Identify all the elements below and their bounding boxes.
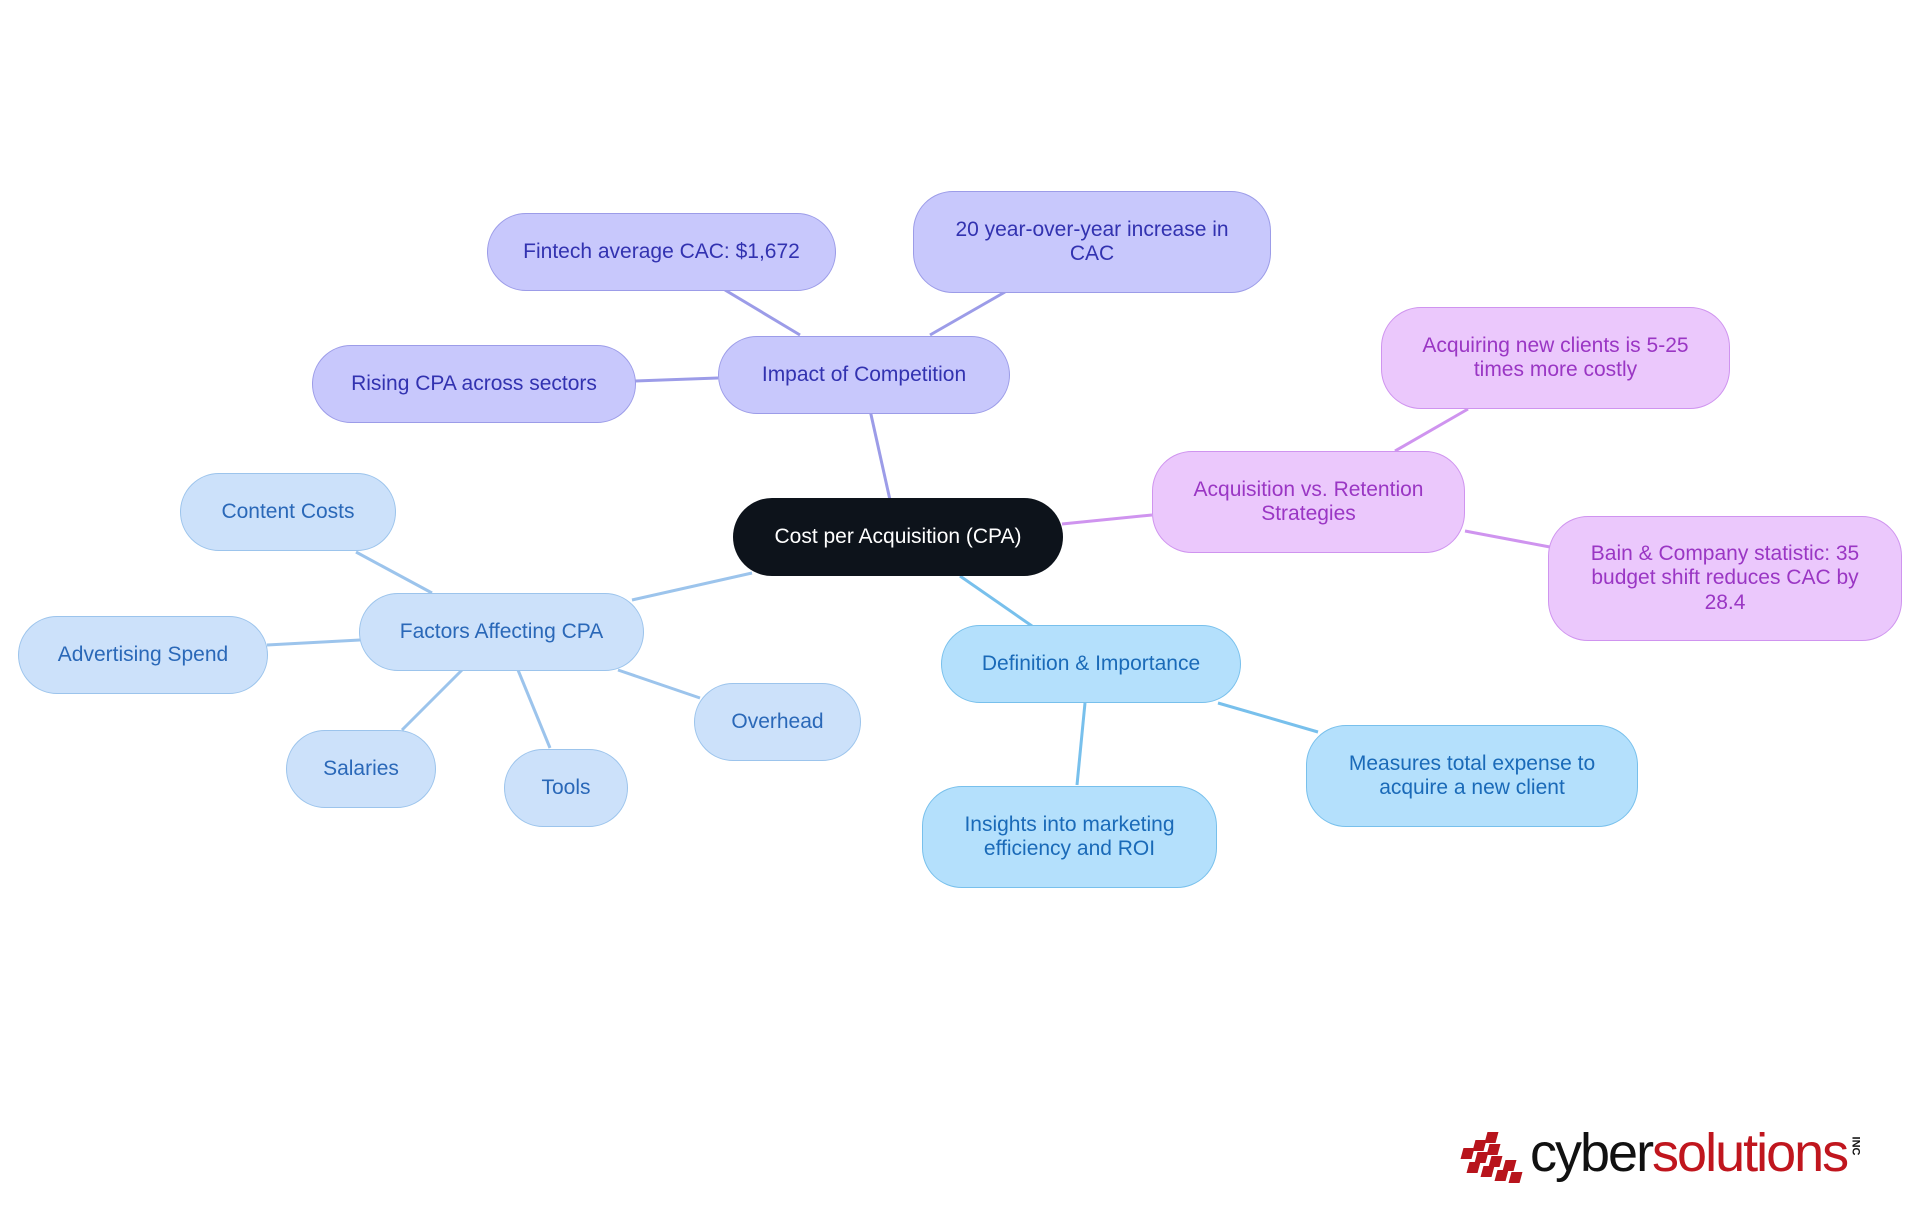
edge-root-competition	[868, 409, 892, 501]
node-acquiring-costly[interactable]: Acquiring new clients is 5-25 times more…	[1381, 307, 1730, 409]
node-insights-marketing[interactable]: Insights into marketing efficiency and R…	[922, 786, 1217, 888]
cybersolutions-logo: cybersolutions INC	[1460, 1118, 1870, 1190]
edge-retention-costly	[1394, 407, 1469, 453]
logo-inc: INC	[1849, 1136, 1862, 1156]
node-fintech-average-cac[interactable]: Fintech average CAC: $1,672	[487, 213, 836, 291]
node-root-cpa[interactable]: Cost per Acquisition (CPA)	[733, 498, 1063, 576]
edge-root-definition	[959, 574, 1033, 628]
edge-factors-overhead	[617, 668, 701, 700]
edge-retention-bain	[1464, 529, 1551, 549]
node-overhead[interactable]: Overhead	[694, 683, 861, 761]
node-yoy-increase-cac[interactable]: 20 year-over-year increase in CAC	[913, 191, 1271, 293]
node-advertising-spend[interactable]: Advertising Spend	[18, 616, 268, 694]
logo-mark-icon	[1460, 1132, 1526, 1184]
edge-root-factors	[631, 571, 753, 602]
edge-competition-rising	[633, 376, 719, 383]
node-impact-of-competition[interactable]: Impact of Competition	[718, 336, 1010, 414]
logo-wordmark: cybersolutions	[1530, 1122, 1849, 1184]
node-salaries[interactable]: Salaries	[286, 730, 436, 808]
edge-competition-yoy	[929, 290, 1006, 337]
edge-factors-advertising	[266, 638, 361, 647]
edge-definition-insights	[1075, 702, 1087, 786]
node-rising-cpa[interactable]: Rising CPA across sectors	[312, 345, 636, 423]
logo-word-cyber: cyber	[1530, 1123, 1654, 1183]
node-measures-total-expense[interactable]: Measures total expense to acquire a new …	[1306, 725, 1638, 827]
node-acquisition-vs-retention[interactable]: Acquisition vs. Retention Strategies	[1152, 451, 1465, 553]
node-definition-importance[interactable]: Definition & Importance	[941, 625, 1241, 703]
node-bain-statistic[interactable]: Bain & Company statistic: 35 budget shif…	[1548, 516, 1902, 641]
edge-root-retention	[1061, 513, 1153, 526]
logo-word-solutions: solutions	[1652, 1123, 1849, 1183]
edge-competition-fintech	[724, 288, 801, 337]
node-factors-affecting-cpa[interactable]: Factors Affecting CPA	[359, 593, 644, 671]
edge-factors-salaries	[400, 668, 464, 732]
edge-factors-content	[355, 550, 433, 595]
edge-definition-measures	[1217, 701, 1319, 734]
node-content-costs[interactable]: Content Costs	[180, 473, 396, 551]
node-tools[interactable]: Tools	[504, 749, 628, 827]
edge-factors-tools	[516, 669, 552, 749]
